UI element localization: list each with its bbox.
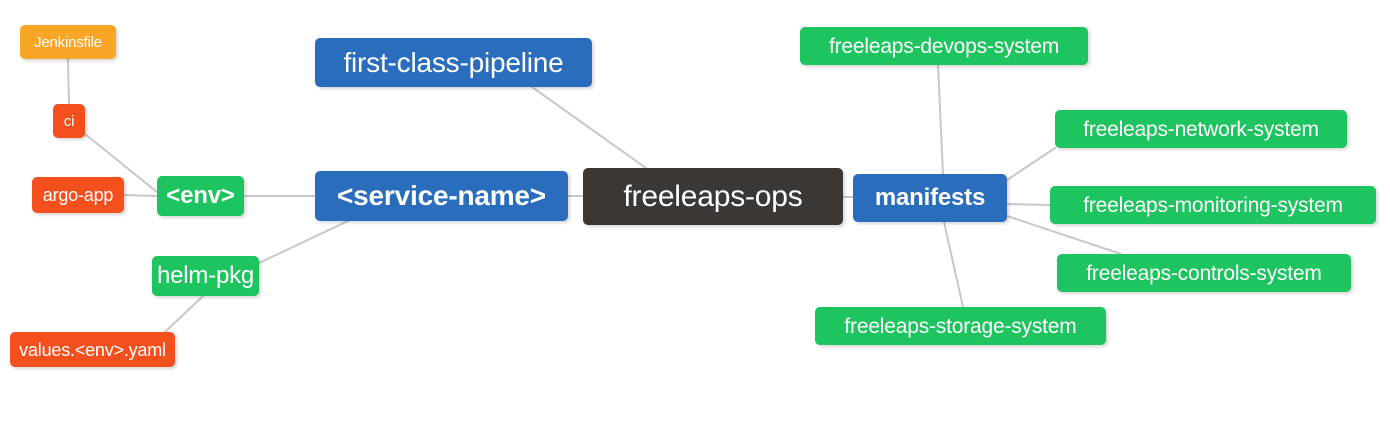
mindmap-node-first-class-pipeline[interactable]: first-class-pipeline	[315, 38, 592, 87]
mindmap-node-label: <service-name>	[337, 180, 546, 211]
mindmap-node-freeleaps-storage-system[interactable]: freeleaps-storage-system	[815, 307, 1106, 345]
mindmap-node-env[interactable]: <env>	[157, 176, 244, 216]
mindmap-node-service-name[interactable]: <service-name>	[315, 171, 568, 221]
edge-manifests-to-freeleaps-storage-system	[943, 221, 964, 308]
mindmap-node-label: first-class-pipeline	[343, 46, 564, 78]
mindmap-node-label: freeleaps-network-system	[1083, 117, 1319, 141]
edge-helm-pkg-to-service-name	[258, 220, 349, 264]
mindmap-node-ci[interactable]: ci	[53, 104, 85, 138]
mindmap-node-helm-pkg[interactable]: helm-pkg	[152, 256, 259, 296]
mindmap-node-jenkinsfile[interactable]: Jenkinsfile	[20, 25, 116, 59]
mindmap-node-freeleaps-monitoring-system[interactable]: freeleaps-monitoring-system	[1050, 186, 1376, 224]
mindmap-node-label: argo-app	[42, 185, 114, 205]
mindmap-node-freeleaps-network-system[interactable]: freeleaps-network-system	[1055, 110, 1347, 148]
mindmap-node-label: freeleaps-devops-system	[829, 34, 1059, 58]
mindmap-node-label: freeleaps-monitoring-system	[1083, 193, 1343, 217]
mindmap-node-freeleaps-ops[interactable]: freeleaps-ops	[583, 168, 843, 225]
mindmap-node-label: ci	[63, 112, 75, 130]
mindmap-node-manifests[interactable]: manifests	[853, 174, 1007, 222]
mindmap-node-freeleaps-controls-system[interactable]: freeleaps-controls-system	[1057, 254, 1351, 292]
mindmap-node-values-env-yaml[interactable]: values.<env>.yaml	[10, 332, 175, 367]
mindmap-node-label: freeleaps-ops	[623, 179, 803, 213]
mindmap-node-label: manifests	[874, 184, 986, 211]
edge-values-env-yaml-to-helm-pkg	[164, 295, 204, 333]
edge-manifests-to-freeleaps-devops-system	[937, 64, 944, 175]
edge-argo-app-to-env	[123, 194, 158, 197]
mindmap-node-label: Jenkinsfile	[34, 33, 102, 51]
mindmap-node-label: freeleaps-storage-system	[844, 314, 1077, 338]
mindmap-node-argo-app[interactable]: argo-app	[32, 177, 124, 213]
edge-jenkinsfile-to-ci	[67, 58, 70, 105]
mindmap-node-label: values.<env>.yaml	[19, 339, 166, 360]
edge-first-class-pipeline-to-freeleaps-ops	[531, 86, 647, 169]
edge-manifests-to-freeleaps-network-system	[1006, 147, 1056, 181]
mindmap-node-label: helm-pkg	[156, 262, 255, 289]
mindmap-node-label: <env>	[166, 182, 235, 209]
mindmap-node-freeleaps-devops-system[interactable]: freeleaps-devops-system	[800, 27, 1088, 65]
edge-manifests-to-freeleaps-monitoring-system	[1006, 203, 1051, 206]
mindmap-node-label: freeleaps-controls-system	[1086, 261, 1322, 285]
